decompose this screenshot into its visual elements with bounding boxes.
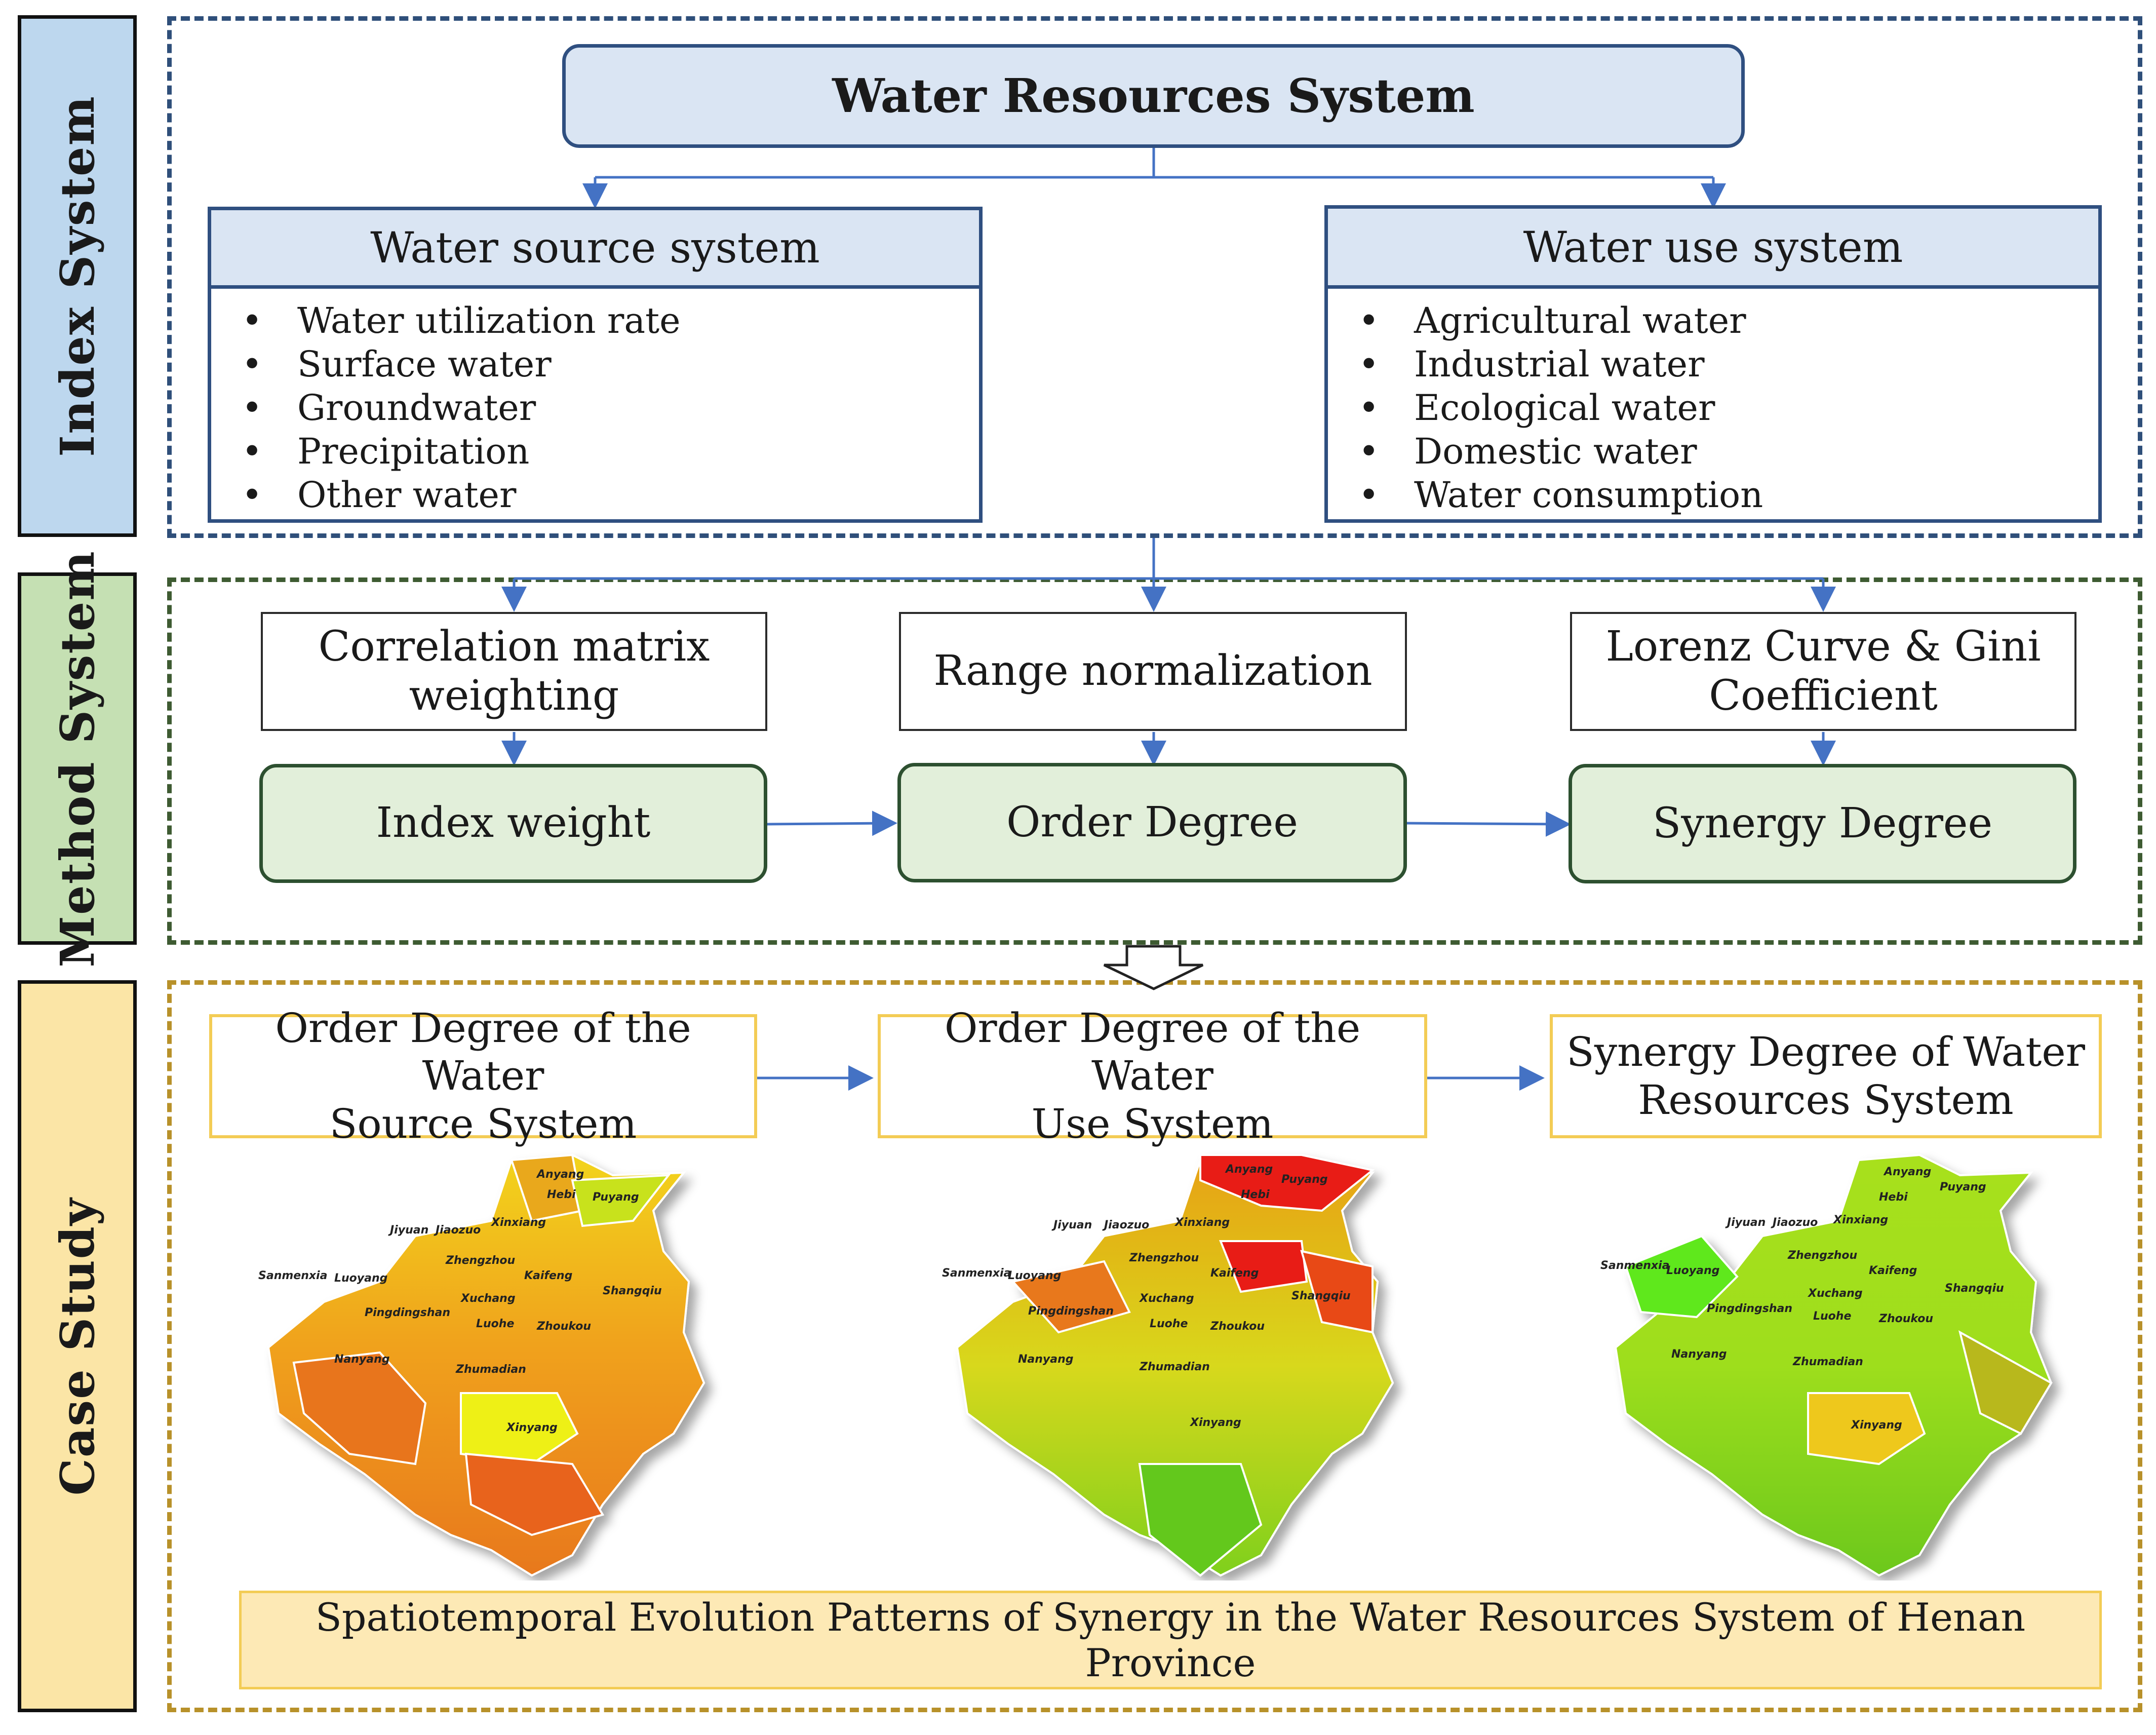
svg-text:Puyang: Puyang bbox=[593, 1191, 639, 1204]
index-weight-box: Index weight bbox=[259, 764, 767, 883]
svg-text:Pingdingshan: Pingdingshan bbox=[365, 1306, 450, 1319]
list-item: Agricultural water bbox=[1358, 299, 2098, 342]
map-synergy-degree-water-resources: Anyang Hebi Puyang Jiyuan Jiaozuo Xinxia… bbox=[1600, 1153, 2053, 1577]
list-item: Water utilization rate bbox=[242, 299, 979, 342]
index-system-frame bbox=[167, 16, 2142, 538]
svg-text:Luoyang: Luoyang bbox=[334, 1272, 387, 1285]
svg-text:Zhumadian: Zhumadian bbox=[455, 1363, 526, 1376]
svg-text:Kaifeng: Kaifeng bbox=[1869, 1264, 1917, 1277]
svg-text:Anyang: Anyang bbox=[1883, 1166, 1931, 1178]
svg-text:Sanmenxia: Sanmenxia bbox=[942, 1267, 1011, 1280]
svg-text:Luohe: Luohe bbox=[1150, 1318, 1188, 1330]
list-item: Precipitation bbox=[242, 430, 979, 473]
svg-text:Jiyuan: Jiyuan bbox=[388, 1224, 428, 1237]
svg-text:Zhengzhou: Zhengzhou bbox=[445, 1254, 515, 1267]
svg-text:Sanmenxia: Sanmenxia bbox=[1600, 1259, 1669, 1272]
svg-text:Zhoukou: Zhoukou bbox=[1878, 1313, 1933, 1325]
spatiotemporal-evolution-banner: Spatiotemporal Evolution Patterns of Syn… bbox=[239, 1591, 2102, 1689]
water-use-system-header: Water use system bbox=[1324, 205, 2102, 289]
index-system-sidebar: Index System bbox=[18, 15, 137, 537]
svg-text:Xuchang: Xuchang bbox=[1807, 1287, 1863, 1300]
svg-text:Kaifeng: Kaifeng bbox=[524, 1269, 572, 1282]
water-source-system-header: Water source system bbox=[208, 207, 983, 289]
case-study-sidebar: Case Study bbox=[18, 980, 137, 1712]
list-item: Other water bbox=[242, 473, 979, 517]
svg-text:Zhengzhou: Zhengzhou bbox=[1129, 1252, 1199, 1264]
range-normalization-box: Range normalization bbox=[899, 612, 1407, 731]
svg-text:Jiyuan: Jiyuan bbox=[1051, 1219, 1092, 1231]
svg-text:Zhengzhou: Zhengzhou bbox=[1787, 1249, 1857, 1262]
svg-text:Luoyang: Luoyang bbox=[1008, 1269, 1061, 1282]
svg-text:Nanyang: Nanyang bbox=[1671, 1348, 1727, 1361]
synergy-degree-box: Synergy Degree bbox=[1569, 764, 2076, 883]
svg-text:Anyang: Anyang bbox=[1225, 1163, 1273, 1176]
svg-text:Xuchang: Xuchang bbox=[1139, 1292, 1194, 1305]
svg-text:Zhumadian: Zhumadian bbox=[1792, 1356, 1863, 1368]
svg-text:Xinxiang: Xinxiang bbox=[1832, 1214, 1888, 1226]
svg-text:Puyang: Puyang bbox=[1281, 1173, 1328, 1186]
list-item: Surface water bbox=[242, 342, 979, 386]
order-degree-box: Order Degree bbox=[897, 763, 1407, 882]
water-resources-system-title: Water Resources System bbox=[562, 44, 1745, 148]
svg-text:Hebi: Hebi bbox=[1879, 1191, 1908, 1204]
svg-text:Jiaozuo: Jiaozuo bbox=[434, 1224, 481, 1237]
svg-text:Pingdingshan: Pingdingshan bbox=[1028, 1305, 1114, 1318]
svg-text:Shangqiu: Shangqiu bbox=[1945, 1282, 2004, 1295]
svg-text:Luohe: Luohe bbox=[1813, 1310, 1851, 1323]
svg-text:Nanyang: Nanyang bbox=[1018, 1353, 1074, 1366]
svg-text:Kaifeng: Kaifeng bbox=[1210, 1267, 1259, 1280]
map-order-degree-water-source: Anyang Hebi Puyang Jiyuan Jiaozuo Xinxia… bbox=[258, 1153, 705, 1577]
svg-text:Xinyang: Xinyang bbox=[1850, 1419, 1902, 1432]
water-use-indicator-list: Agricultural water Industrial water Ecol… bbox=[1324, 289, 2102, 523]
svg-text:Xinyang: Xinyang bbox=[505, 1421, 558, 1434]
svg-text:Jiaozuo: Jiaozuo bbox=[1102, 1219, 1149, 1231]
svg-text:Sanmenxia: Sanmenxia bbox=[258, 1269, 327, 1282]
svg-text:Hebi: Hebi bbox=[547, 1188, 576, 1201]
svg-text:Jiaozuo: Jiaozuo bbox=[1771, 1216, 1818, 1229]
list-item: Industrial water bbox=[1358, 342, 2098, 386]
list-item: Domestic water bbox=[1358, 430, 2098, 473]
svg-text:Pingdingshan: Pingdingshan bbox=[1707, 1302, 1792, 1315]
svg-text:Shangqiu: Shangqiu bbox=[603, 1285, 662, 1297]
svg-text:Nanyang: Nanyang bbox=[334, 1353, 390, 1366]
svg-text:Xinxiang: Xinxiang bbox=[1174, 1216, 1230, 1229]
map-order-degree-water-use: Anyang Hebi Puyang Jiyuan Jiaozuo Xinxia… bbox=[942, 1153, 1394, 1577]
svg-text:Jiyuan: Jiyuan bbox=[1725, 1216, 1766, 1229]
svg-text:Anyang: Anyang bbox=[536, 1168, 584, 1181]
svg-text:Xinxiang: Xinxiang bbox=[490, 1216, 546, 1229]
svg-text:Puyang: Puyang bbox=[1940, 1181, 1986, 1193]
svg-text:Xinyang: Xinyang bbox=[1189, 1416, 1241, 1429]
list-item: Groundwater bbox=[242, 386, 979, 430]
svg-text:Xuchang: Xuchang bbox=[460, 1292, 516, 1305]
svg-text:Zhoukou: Zhoukou bbox=[536, 1320, 591, 1333]
water-source-indicator-list: Water utilization rate Surface water Gro… bbox=[208, 289, 983, 523]
list-item: Water consumption bbox=[1358, 473, 2098, 517]
svg-text:Hebi: Hebi bbox=[1241, 1188, 1270, 1201]
method-system-sidebar: Method System bbox=[18, 550, 137, 967]
svg-text:Luoyang: Luoyang bbox=[1666, 1264, 1719, 1277]
svg-text:Luohe: Luohe bbox=[476, 1318, 514, 1330]
svg-text:Zhumadian: Zhumadian bbox=[1139, 1361, 1210, 1373]
svg-text:Zhoukou: Zhoukou bbox=[1210, 1320, 1265, 1333]
svg-text:Shangqiu: Shangqiu bbox=[1291, 1290, 1351, 1302]
list-item: Ecological water bbox=[1358, 386, 2098, 430]
down-block-arrow bbox=[1103, 945, 1204, 990]
